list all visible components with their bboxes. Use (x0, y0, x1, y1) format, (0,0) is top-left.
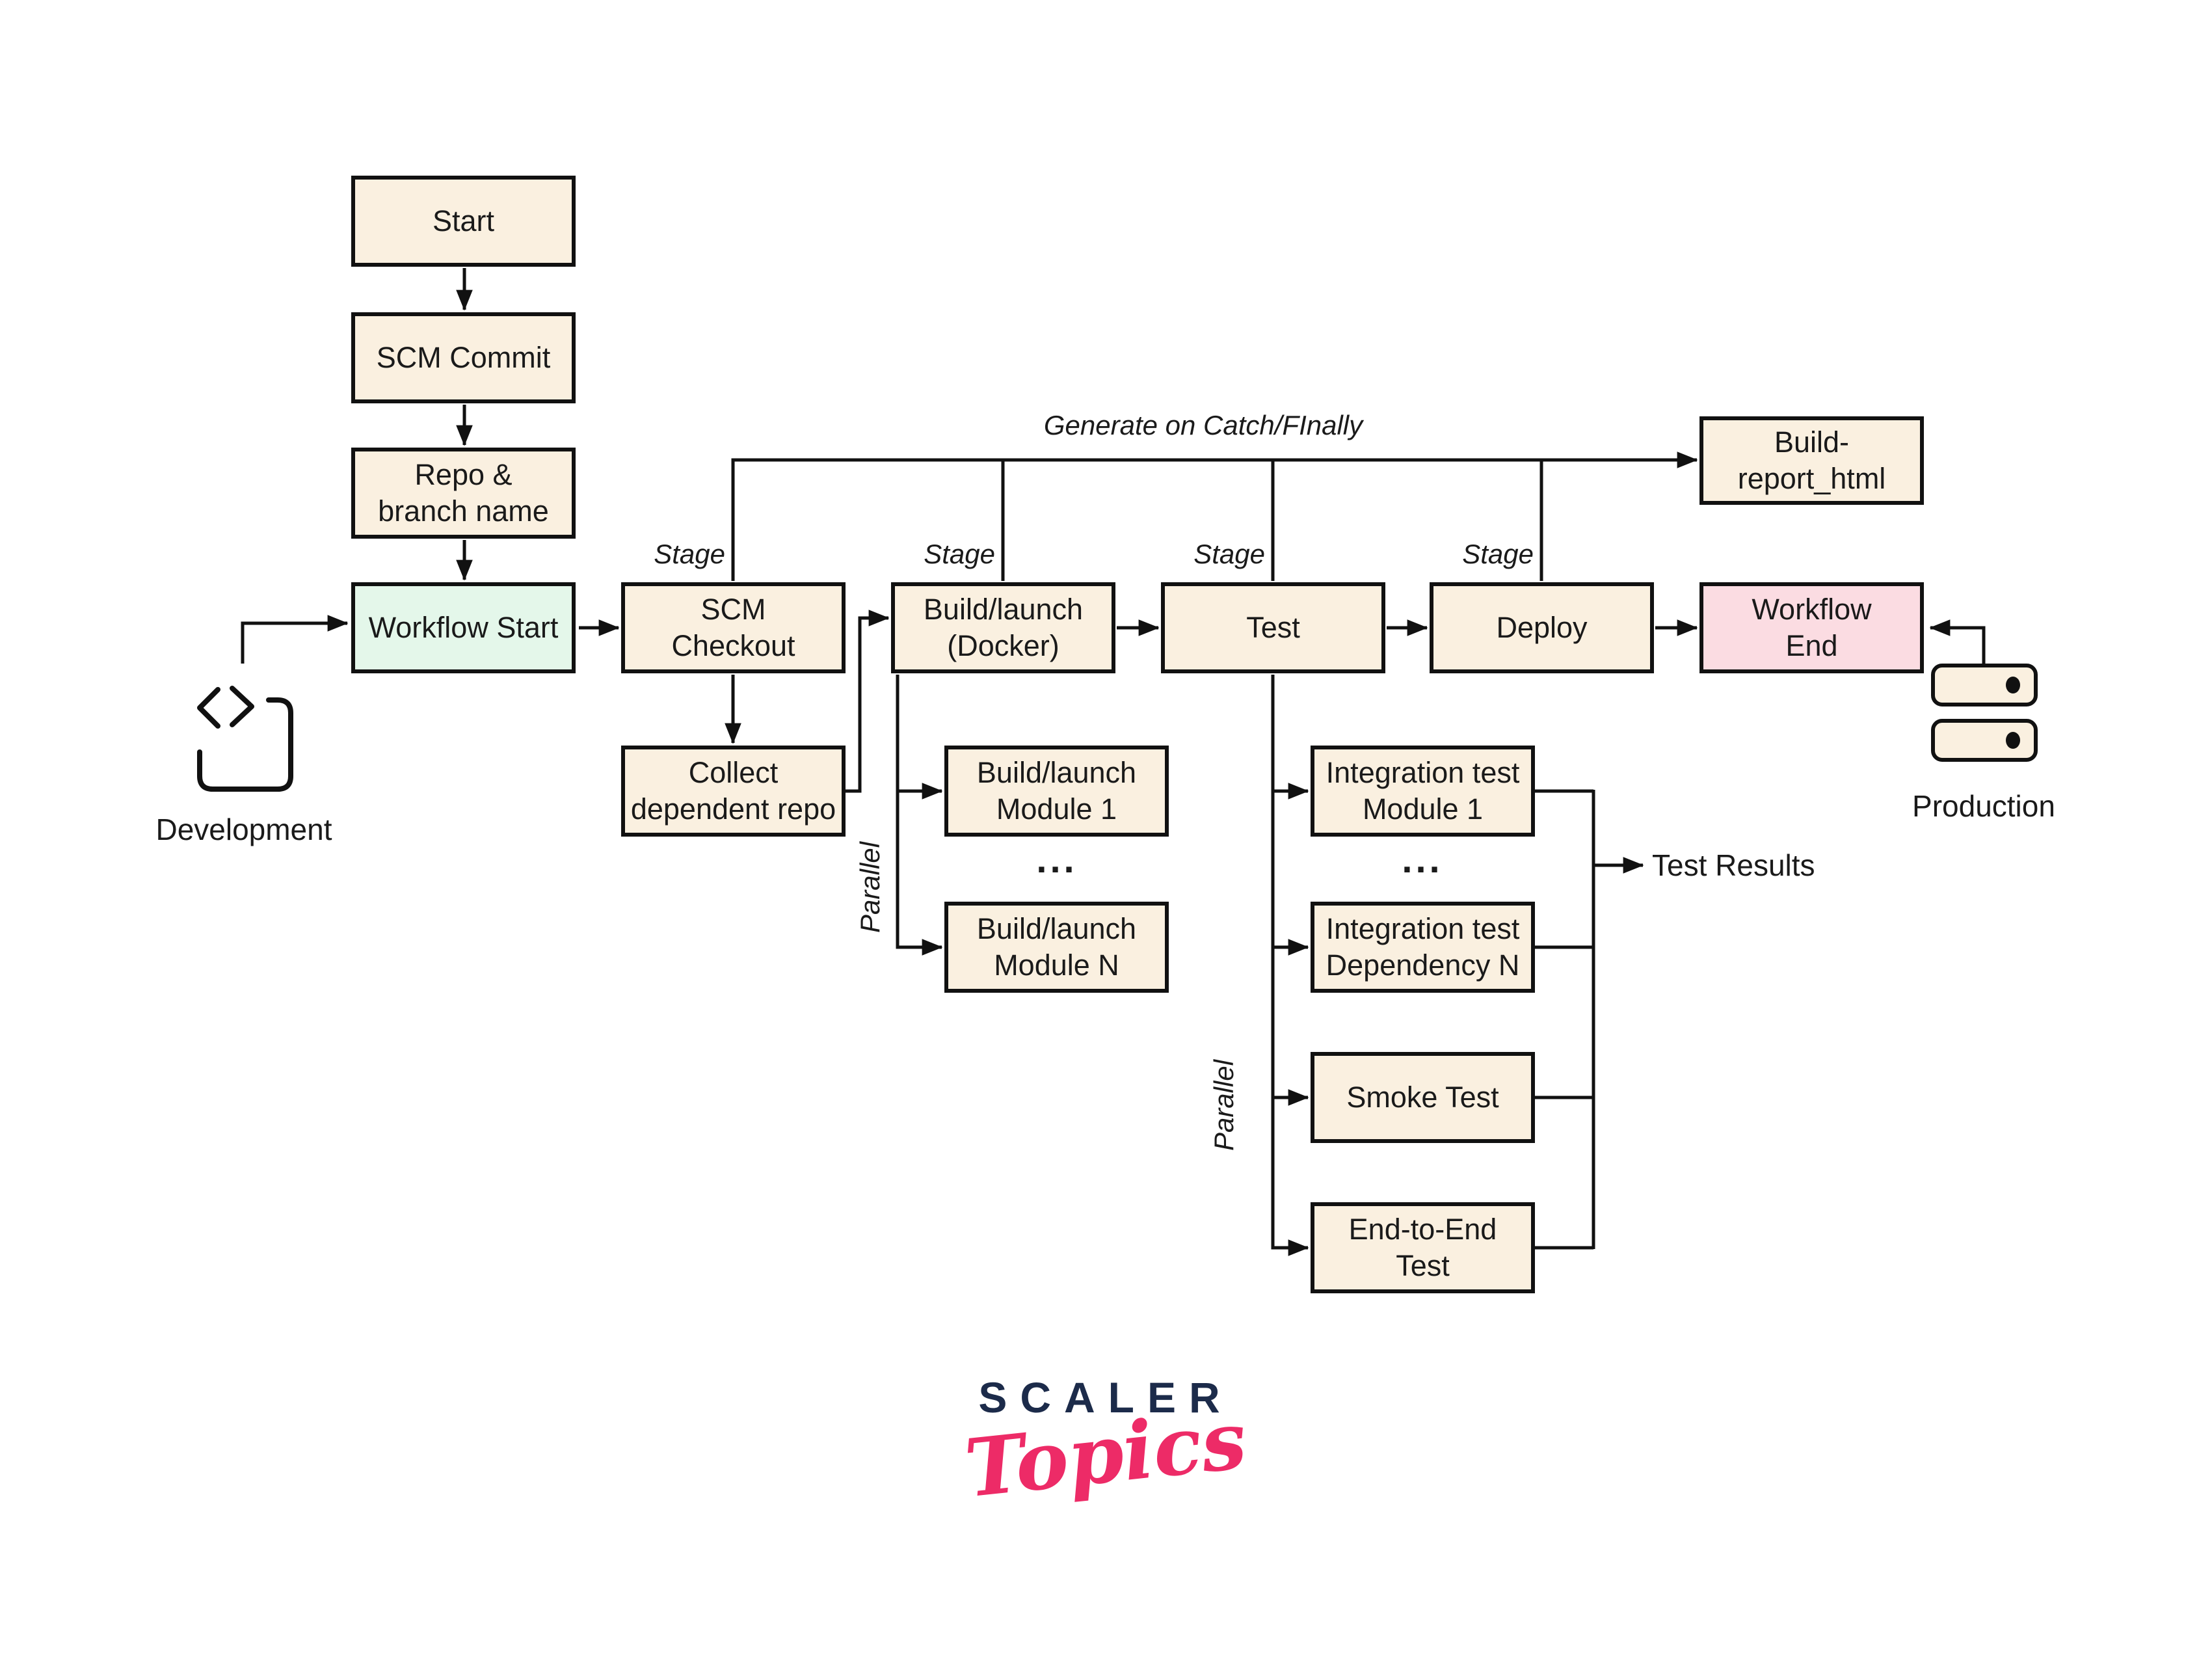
node-scm-commit: SCM Commit (351, 312, 576, 403)
node-e2e-test-label: End-to-End Test (1348, 1212, 1497, 1282)
node-build-report-html: Build- report_html (1699, 416, 1924, 505)
stage-label-deploy: Stage (1462, 539, 1534, 569)
node-test: Test (1161, 582, 1385, 673)
parallel-label-test: Parallel (1208, 1059, 1239, 1151)
production-servers-icon (1931, 664, 2038, 762)
server-box-top (1931, 664, 2038, 706)
node-smoke-test-label: Smoke Test (1346, 1080, 1499, 1114)
arrow-production-to-workflow-end (1929, 619, 1986, 664)
line-test-parallel-to-e2e (1271, 675, 1309, 1256)
production-label: Production (1912, 789, 2055, 823)
node-collect-dependent-repo-label: Collect dependent repo (630, 755, 836, 826)
node-workflow-start: Workflow Start (351, 582, 576, 673)
node-scm-checkout-label: SCM Checkout (671, 592, 795, 662)
node-build-module-1: Build/launch Module 1 (944, 746, 1169, 837)
parallel-label-build: Parallel (855, 841, 885, 934)
node-build-report-html-label: Build- report_html (1737, 425, 1886, 495)
node-build-module-1-label: Build/launch Module 1 (976, 755, 1137, 826)
node-integration-test-module-1: Integration test Module 1 (1311, 746, 1535, 837)
node-e2e-test: End-to-End Test (1311, 1202, 1535, 1293)
test-results-label: Test Results (1652, 848, 1815, 882)
scaler-topics-logo: SCALER Topics (924, 1373, 1288, 1515)
node-scm-checkout: SCM Checkout (621, 582, 846, 673)
stage-label-build-launch: Stage (924, 539, 995, 569)
node-start: Start (351, 176, 576, 267)
node-integration-test-dependency-n-label: Integration test Dependency N (1326, 911, 1520, 982)
node-collect-dependent-repo: Collect dependent repo (621, 746, 846, 837)
server-led-top (2006, 677, 2020, 693)
node-smoke-test: Smoke Test (1311, 1052, 1535, 1143)
arrow-development-to-workflow-start (241, 615, 349, 664)
node-integration-test-dependency-n: Integration test Dependency N (1311, 902, 1535, 993)
integration-tests-ellipsis: ... (1402, 839, 1443, 881)
stage-label-scm-checkout: Stage (654, 539, 725, 569)
line-generate-on-catch-trunk (731, 451, 1698, 581)
node-workflow-end: Workflow End (1699, 582, 1924, 673)
arrow-collect-repo-to-build-launch (846, 610, 890, 793)
node-workflow-end-label: Workflow End (1752, 592, 1872, 662)
node-test-label: Test (1246, 610, 1300, 644)
node-build-module-n: Build/launch Module N (944, 902, 1169, 993)
node-build-module-n-label: Build/launch Module N (976, 911, 1137, 982)
node-build-launch: Build/launch (Docker) (891, 582, 1115, 673)
server-box-bottom (1931, 719, 2038, 762)
development-label: Development (155, 813, 332, 846)
node-deploy-label: Deploy (1496, 610, 1588, 644)
build-modules-ellipsis: ... (1036, 839, 1078, 881)
server-led-bottom (2006, 732, 2020, 749)
node-repo-branch-label: Repo & branch name (378, 457, 549, 528)
node-start-label: Start (432, 204, 495, 237)
chevron-left-icon (197, 687, 220, 729)
development-code-icon (197, 686, 293, 792)
generate-on-catch-label: Generate on Catch/FInally (1043, 410, 1363, 440)
node-build-launch-label: Build/launch (Docker) (923, 592, 1084, 662)
chevron-right-icon (230, 686, 254, 727)
node-workflow-start-label: Workflow Start (368, 610, 559, 644)
logo-scaler-text: SCALER (978, 1373, 1233, 1421)
node-scm-commit-label: SCM Commit (376, 340, 551, 374)
stage-label-test: Stage (1193, 539, 1265, 569)
node-deploy: Deploy (1430, 582, 1654, 673)
node-integration-test-module-1-label: Integration test Module 1 (1326, 755, 1520, 826)
code-window-outline (197, 697, 293, 792)
line-build-parallel-to-module-n (896, 675, 943, 956)
node-repo-branch: Repo & branch name (351, 448, 576, 539)
